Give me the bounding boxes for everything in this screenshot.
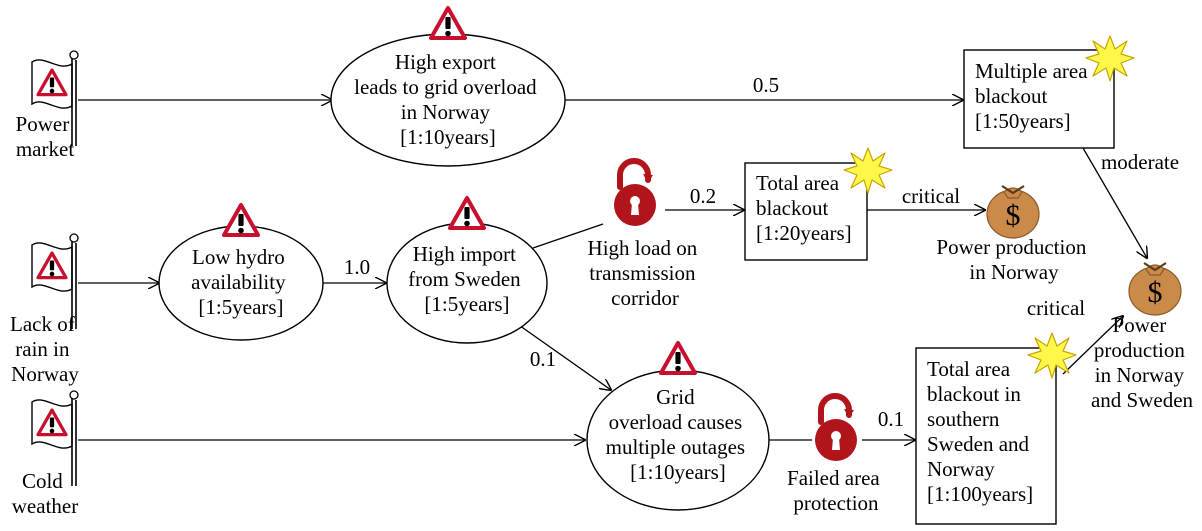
event-multiple-area-blackout: Multiple area blackout [1:50years] <box>963 35 1135 149</box>
node-label-line: Failed area <box>787 466 880 490</box>
edge-label-export-multiple: 0.5 <box>753 73 779 97</box>
explosion-icon <box>1085 35 1135 82</box>
explosion-icon <box>843 147 893 194</box>
edge-label-failed-south: 0.1 <box>878 407 904 431</box>
node-label-line: Power <box>1113 313 1167 337</box>
svg-text:Cold weather: Cold weather <box>12 469 78 518</box>
node-label-line: [1:50years] <box>975 109 1071 133</box>
event-grid-overload: Grid overload causes multiple outages [1… <box>586 341 770 511</box>
money-bag-icon <box>985 184 1041 240</box>
node-label-line: blackout <box>756 196 828 220</box>
node-label-line: Norway <box>927 457 995 481</box>
warning-icon <box>448 196 486 230</box>
barrier-failed-protection: Failed area protection <box>787 396 885 515</box>
open-padlock-icon <box>815 396 857 461</box>
svg-text:Total area blackout: Total area blackout [1:20years] <box>756 171 852 245</box>
node-label-line: Grid <box>656 385 695 409</box>
node-label-line: High import <box>413 242 516 266</box>
node-label-line: [1:5years] <box>424 292 509 316</box>
node-label-line: [1:20years] <box>756 221 852 245</box>
node-label-line: High export <box>395 50 496 74</box>
svg-text:Failed area protection: Failed area protection <box>787 466 885 515</box>
node-label-line: Multiple area <box>975 59 1088 83</box>
node-label-line: availability <box>191 270 286 294</box>
node-label-line: multiple outages <box>606 435 745 459</box>
svg-text:High load on transmissio: High load on transmission corridor <box>588 236 703 310</box>
node-label-line: in Norway <box>1095 363 1185 387</box>
node-label-line: and Sweden <box>1091 388 1194 412</box>
node-label-line: market <box>16 137 74 161</box>
edge-label-hydro-import: 1.0 <box>344 255 370 279</box>
svg-text:Total area blackout in: Total area blackout in southern Sweden a… <box>927 357 1034 506</box>
node-label-line: in Norway <box>401 100 491 124</box>
node-label-line: Cold <box>22 469 63 493</box>
node-label-line: Lack of <box>10 312 75 336</box>
explosion-icon <box>1027 332 1077 379</box>
node-label-line: overload causes <box>609 410 743 434</box>
threat-lack-of-rain: Lack of rain in Norway <box>10 232 80 386</box>
node-label-line: Total area <box>927 357 1011 381</box>
node-label-line: protection <box>793 491 879 515</box>
event-total-area-blackout: Total area blackout [1:20years] <box>744 147 893 261</box>
money-bag-icon <box>1127 261 1183 317</box>
node-label-line: in Norway <box>969 260 1059 284</box>
node-label-line: Sweden and <box>927 432 1030 456</box>
open-padlock-icon <box>614 161 656 226</box>
node-label-line: blackout <box>975 84 1047 108</box>
edge-label-multiple-prodns: moderate <box>1101 150 1179 174</box>
node-label-line: from Sweden <box>408 267 521 291</box>
svg-text:Power production i: Power production in Norway and Sweden <box>1091 313 1194 412</box>
threat-power-market: Power market <box>16 49 80 161</box>
event-high-export: High export leads to grid overload in No… <box>330 6 566 167</box>
node-label-line: Power production <box>936 235 1086 259</box>
svg-text:Power production in Norw: Power production in Norway <box>936 235 1091 284</box>
edge-import-corridor <box>532 223 604 249</box>
node-label-line: Power <box>16 112 70 136</box>
warning-icon <box>222 203 260 237</box>
node-label-line: [1:10years] <box>630 460 726 484</box>
consequence-power-prod-norway: Power production in Norway <box>936 184 1091 284</box>
node-label-line: [1:100years] <box>927 482 1033 506</box>
svg-text:Lack of rain in No: Lack of rain in Norway <box>10 312 80 386</box>
barrier-high-load-corridor: High load on transmission corridor <box>588 161 703 310</box>
edge-south-prodns <box>1062 316 1123 375</box>
node-label-line: High load on <box>588 236 698 260</box>
svg-text:Multiple area blackout: Multiple area blackout [1:50years] <box>975 59 1093 133</box>
svg-text:Low hydro availability: Low hydro availability [1:5years] <box>191 245 291 319</box>
consequence-power-prod-norway-sweden: Power production in Norway and Sweden <box>1091 261 1194 412</box>
edge-label-total-prodnorway: critical <box>902 184 960 208</box>
node-label-line: blackout in <box>927 382 1021 406</box>
edge-label-import-grid: 0.1 <box>530 347 556 371</box>
svg-text:High import from Sweden: High import from Sweden [1:5years] <box>408 242 526 316</box>
node-label-line: rain in <box>15 337 70 361</box>
edges <box>78 100 1147 440</box>
event-total-area-blackout-south: Total area blackout in southern Sweden a… <box>915 332 1077 525</box>
edge-multiple-prodns <box>1082 147 1147 258</box>
node-label-line: southern <box>927 407 1000 431</box>
node-label-line: [1:5years] <box>198 295 283 319</box>
node-label-line: transmission <box>589 261 696 285</box>
edge-labels: 0.5 1.0 0.2 critical 0.1 0.1 moderate cr… <box>344 73 1179 431</box>
edge-import-grid <box>515 322 611 390</box>
svg-text:Power market: Power market <box>16 112 75 161</box>
warning-icon <box>659 341 697 375</box>
event-low-hydro: Low hydro availability [1:5years] <box>158 203 324 341</box>
node-label-line: corridor <box>611 286 679 310</box>
node-label-line: Total area <box>756 171 840 195</box>
node-label-line: weather <box>12 494 78 518</box>
edge-label-corridor-total: 0.2 <box>690 184 716 208</box>
node-label-line: production <box>1094 338 1185 362</box>
threat-cold-weather: Cold weather <box>12 389 80 518</box>
node-label-line: leads to grid overload <box>354 75 537 99</box>
node-label-line: Low hydro <box>192 245 285 269</box>
node-label-line: [1:10years] <box>400 125 496 149</box>
node-label-line: Norway <box>11 362 79 386</box>
edge-label-south-prodns: critical <box>1027 296 1085 320</box>
svg-text:High export leads to gri: High export leads to grid overload in No… <box>354 50 542 149</box>
svg-text:Grid overload causes: Grid overload causes multiple outages [1… <box>606 385 751 484</box>
event-high-import: High import from Sweden [1:5years] <box>386 196 548 344</box>
warning-icon <box>429 6 467 40</box>
